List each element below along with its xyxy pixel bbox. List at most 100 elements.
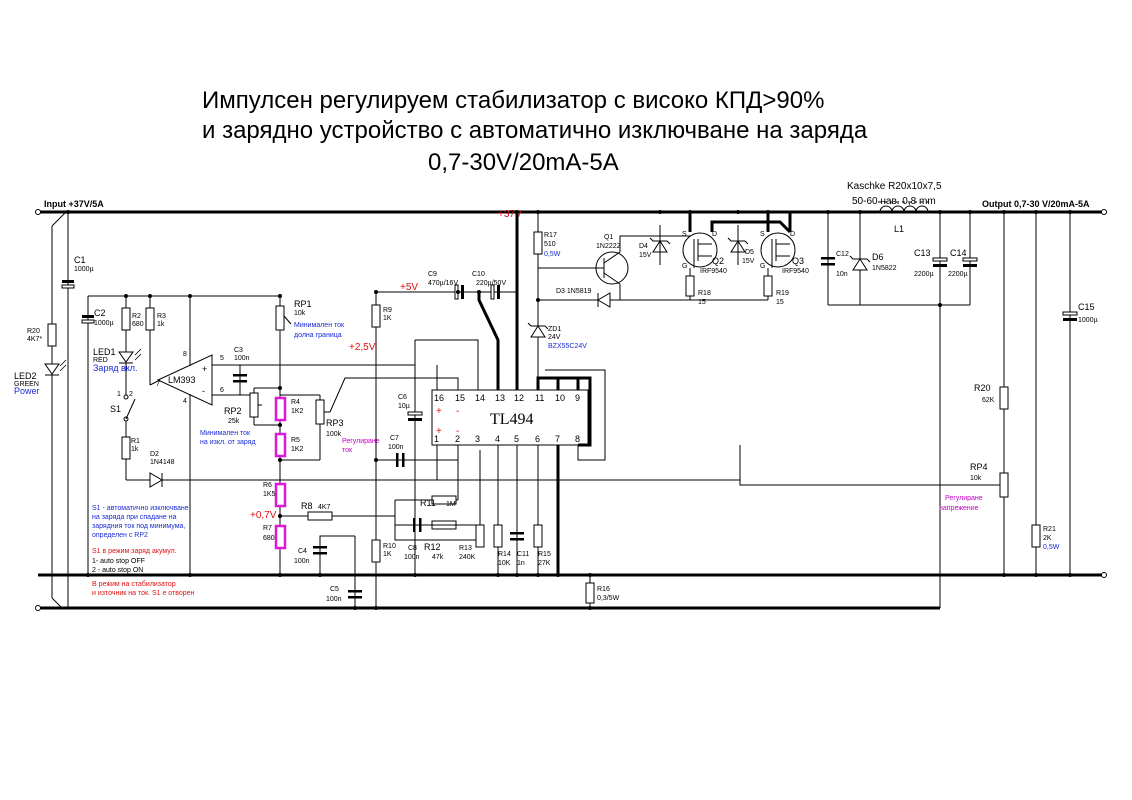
svg-text:4K7: 4K7 [318, 504, 331, 511]
svg-text:+: + [202, 364, 207, 374]
svg-text:на изкл. от заряд: на изкл. от заряд [200, 439, 256, 446]
svg-text:долна граница: долна граница [294, 332, 342, 339]
junction-dot [86, 573, 90, 577]
svg-text:15V: 15V [639, 252, 652, 259]
svg-text:1n: 1n [517, 560, 525, 567]
svg-text:6: 6 [220, 387, 224, 394]
capacitor-c7: C7 100n [388, 435, 405, 467]
svg-text:C13: C13 [914, 248, 931, 258]
junction-dot [374, 458, 378, 462]
svg-text:510: 510 [544, 241, 556, 248]
input-terminal-top [35, 209, 41, 215]
svg-text:0,5W: 0,5W [1043, 544, 1060, 551]
svg-text:1K: 1K [383, 315, 392, 322]
junction-dot [124, 294, 128, 298]
mosfet-q2: S D G Q2 IRF9540 [682, 231, 727, 275]
svg-text:Q2: Q2 [712, 256, 724, 266]
capacitor-c13: C13 2200µ [914, 248, 948, 278]
svg-text:1- auto stop OFF: 1- auto stop OFF [92, 558, 145, 565]
svg-text:R7: R7 [263, 525, 272, 532]
switch-s1: 1 2 S1 [110, 391, 136, 422]
svg-text:ток: ток [342, 447, 353, 454]
tl494-pin-7: 7 [555, 434, 560, 444]
junction-dot [938, 210, 942, 214]
svg-text:S: S [682, 231, 687, 238]
resistor-r13: R13 240K [459, 524, 485, 561]
capacitor-c12: C12 10n [821, 251, 849, 278]
svg-text:C1: C1 [74, 255, 86, 265]
rp4-wiper-wire [739, 445, 994, 486]
junction-dot [658, 210, 662, 214]
svg-text:R11: R11 [420, 498, 436, 508]
svg-text:5: 5 [220, 355, 224, 362]
junction-dot [374, 606, 378, 610]
svg-text:D3 1N5819: D3 1N5819 [556, 288, 592, 295]
junction-dot [278, 573, 282, 577]
inductor-core-label: Kaschke R20x10x7,5 [847, 181, 942, 192]
tl494-pin-8: 8 [575, 434, 580, 444]
node-2-5v-label: +2,5V [349, 342, 376, 353]
junction-dot [938, 303, 942, 307]
svg-text:IRF9540: IRF9540 [782, 268, 809, 275]
tl494-pin-12: 12 [514, 393, 524, 403]
tl494-pin14-wire [415, 339, 479, 390]
q2-drain-wire [710, 220, 792, 234]
junction-dot [536, 210, 540, 214]
svg-text:L1: L1 [894, 224, 904, 234]
svg-text:2 - auto stop ON: 2 - auto stop ON [92, 567, 143, 574]
svg-text:Минимален ток: Минимален ток [294, 322, 345, 329]
svg-text:2200µ: 2200µ [948, 271, 968, 278]
resistor-r4: R4 1K2 [274, 396, 304, 422]
title-line-1: Импулсен регулируем стабилизатор с висок… [202, 87, 824, 114]
resistor-r18: R18 15 [685, 275, 711, 306]
transistor-q1: Q1 1N2222 [595, 234, 629, 285]
svg-text:R13: R13 [459, 545, 472, 552]
resistor-r1: R1 1k [121, 436, 140, 460]
svg-text:R16: R16 [597, 586, 610, 593]
zener-zd1: ZD1 24V BZX55C24V [527, 322, 587, 350]
led1-charge-indicator: LED1 RED Заряд вкл. [93, 347, 142, 373]
junction-dot [413, 573, 417, 577]
resistor-r8: R8 4K7 [301, 501, 333, 521]
junction-dot [766, 210, 770, 214]
junction-dot [736, 210, 740, 214]
svg-text:C2: C2 [94, 308, 106, 318]
tl494-pin-15: 15 [455, 393, 465, 403]
svg-text:27K: 27K [538, 560, 551, 567]
junction-dot [1068, 210, 1072, 214]
resistor-r16: R16 0,3/5W [585, 582, 620, 604]
svg-text:и източник на ток. S1 е отворе: и източник на ток. S1 е отворен [92, 590, 195, 597]
junction-dot [278, 294, 282, 298]
svg-text:4: 4 [183, 398, 187, 405]
svg-text:10k: 10k [970, 475, 982, 482]
svg-text:62K: 62K [982, 397, 995, 404]
junction-dot [1034, 210, 1038, 214]
resistor-r9: R9 1K [371, 304, 392, 328]
svg-text:7: 7 [156, 381, 160, 388]
comparator-lm393: LM393 + - 8 4 5 6 7 [156, 351, 224, 406]
svg-text:C3: C3 [234, 347, 243, 354]
inductor-winding-label: 50-60 нав. 0,8 mm [852, 196, 936, 207]
capacitor-c4: C4 100n [294, 546, 327, 565]
svg-text:1: 1 [117, 391, 121, 398]
svg-text:R5: R5 [291, 437, 300, 444]
svg-text:C14: C14 [950, 248, 967, 258]
potentiometer-rp4: RP4 10k Регулиране напрежение [939, 462, 1009, 512]
tl494-pin13-wire [477, 292, 500, 390]
svg-text:на заряда при спадане на: на заряда при спадане на [92, 514, 177, 521]
resistor-r17: R17 510 0,5W [533, 231, 561, 258]
svg-text:D5: D5 [745, 249, 754, 256]
svg-text:25k: 25k [228, 418, 240, 425]
svg-text:D: D [712, 231, 717, 238]
svg-text:Заряд вкл.: Заряд вкл. [93, 363, 138, 373]
resistor-r20-output: R20 62K [974, 383, 1009, 410]
svg-text:100n: 100n [404, 554, 420, 561]
svg-text:1K2: 1K2 [291, 408, 304, 415]
svg-text:BZX55C24V: BZX55C24V [548, 343, 587, 350]
svg-text:1k: 1k [157, 321, 165, 328]
junction-dot [515, 210, 519, 214]
svg-text:D2: D2 [150, 451, 159, 458]
zener-d4: D4 15V [639, 237, 671, 259]
svg-text:10K: 10K [498, 560, 511, 567]
